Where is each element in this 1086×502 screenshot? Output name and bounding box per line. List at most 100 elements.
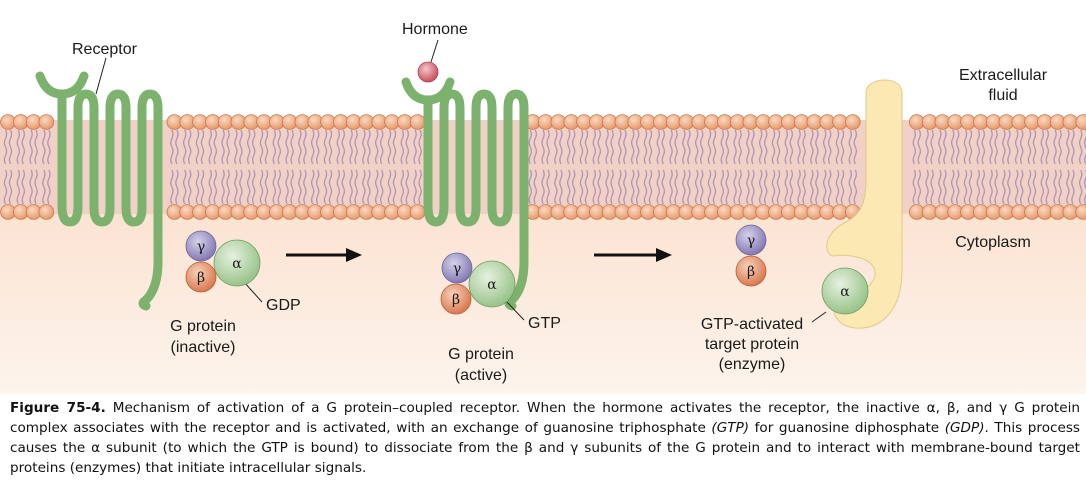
lipid-tail — [226, 169, 230, 205]
lipid-tail — [354, 129, 358, 165]
lipid-tail — [733, 129, 737, 165]
lipid-head — [38, 114, 55, 130]
lipid-tail — [771, 129, 776, 165]
lipid-tail — [827, 169, 832, 205]
lipid-tail — [746, 129, 750, 165]
lipid-tail — [175, 169, 179, 205]
lipid-tail — [1027, 169, 1032, 205]
lipid-tail — [221, 129, 225, 165]
lipid-tail — [784, 169, 789, 205]
lipid-tail — [213, 129, 218, 165]
beta-subunit-2 — [440, 283, 472, 315]
lipid-tail — [687, 129, 691, 165]
lipid-tail — [630, 169, 635, 205]
lipid-tail — [264, 129, 269, 165]
beta-subunit-1 — [185, 261, 217, 293]
lipid-head — [1075, 204, 1086, 220]
lipid-tail — [699, 169, 704, 205]
caption-gtp: (GTP) — [711, 420, 750, 436]
lipid-tail — [175, 129, 179, 165]
extracellular-label-line1: Extracellular — [959, 67, 1048, 84]
lipid-tail — [968, 169, 973, 205]
lipid-tail — [802, 169, 806, 205]
lipid-tail — [208, 129, 213, 165]
lipid-tail — [840, 169, 845, 205]
cytoplasm-label: Cytoplasm — [955, 234, 1031, 251]
lipid-tail — [16, 129, 21, 165]
gprotein-active-label-line1: G protein — [448, 346, 514, 363]
lipid-tail — [963, 169, 968, 205]
lipid-tail — [930, 169, 934, 205]
gprotein-inactive-label-line2: (inactive) — [171, 339, 236, 356]
lipid-tail — [682, 129, 686, 165]
leader-lines — [95, 39, 827, 323]
lipid-tail — [559, 129, 563, 165]
lipid-tail — [643, 169, 648, 205]
lipid-tail — [981, 129, 986, 165]
lipid-tail — [29, 169, 33, 205]
lipid-tail — [379, 129, 384, 165]
lipid-tail — [1053, 129, 1057, 165]
receptor-label: Receptor — [72, 41, 138, 58]
lipid-tail — [349, 129, 353, 165]
lipid-tail — [848, 129, 853, 165]
lipid-tail — [571, 129, 576, 165]
gprotein-inactive-label-line1: G protein — [170, 318, 236, 335]
lipid-tail — [47, 129, 51, 165]
lipid-tail — [605, 169, 609, 205]
lipid-tail — [912, 129, 917, 165]
lipid-tail — [251, 129, 256, 165]
lipid-tail — [195, 129, 200, 165]
lipid-tail — [1058, 169, 1062, 205]
lipid-head — [1075, 114, 1086, 130]
lipid-tail — [182, 129, 187, 165]
lipid-tail — [751, 169, 755, 205]
lipid-tail — [272, 169, 277, 205]
gtp-label: GTP — [528, 315, 561, 332]
lipid-tail — [405, 129, 410, 165]
lipid-tail — [605, 129, 609, 165]
lipid-tail — [418, 129, 422, 165]
lipid-tail — [213, 169, 218, 205]
lipid-tail — [1078, 129, 1083, 165]
lipid-tail — [541, 169, 545, 205]
lipid-tail — [413, 129, 417, 165]
lipid-tail — [392, 169, 397, 205]
target-protein-label-line2: target protein — [705, 336, 799, 353]
lipid-tail — [656, 169, 661, 205]
lipid-tail — [694, 129, 699, 165]
lipid-tail — [234, 169, 238, 205]
lipid-tail — [310, 129, 315, 165]
lipid-head — [409, 204, 426, 220]
lipid-tail — [259, 129, 264, 165]
beta-subunit-3 — [735, 255, 767, 287]
lipid-tail — [221, 169, 225, 205]
lipid-tail — [1045, 129, 1050, 165]
lipid-tail — [746, 169, 750, 205]
lipid-tail — [546, 169, 550, 205]
figure-number: Figure 75-4. — [10, 400, 106, 416]
lipid-tail — [648, 169, 653, 205]
lipid-tail — [400, 169, 405, 205]
g-protein-active: γ β α — [440, 252, 516, 315]
lipid-tail — [738, 169, 742, 205]
lipid-tail — [656, 129, 661, 165]
lipid-head — [409, 114, 426, 130]
lipid-tail — [840, 129, 845, 165]
caption-gdp: (GDP) — [944, 420, 985, 436]
lipid-tail — [815, 129, 819, 165]
lipid-tail — [827, 129, 832, 165]
membrane-band — [0, 120, 1086, 214]
lipid-tail — [387, 129, 392, 165]
lipid-tail — [797, 169, 801, 205]
lipid-heads — [0, 114, 1086, 220]
lipid-tail — [725, 169, 730, 205]
lipid-tail — [1019, 129, 1024, 165]
lipid-tail — [784, 129, 789, 165]
lipid-tail — [917, 129, 922, 165]
lipid-head — [38, 204, 55, 220]
lipid-tail — [571, 169, 576, 205]
alpha-symbol-1: α — [232, 256, 242, 272]
lipid-tail — [1058, 129, 1062, 165]
lipid-tail — [674, 129, 678, 165]
